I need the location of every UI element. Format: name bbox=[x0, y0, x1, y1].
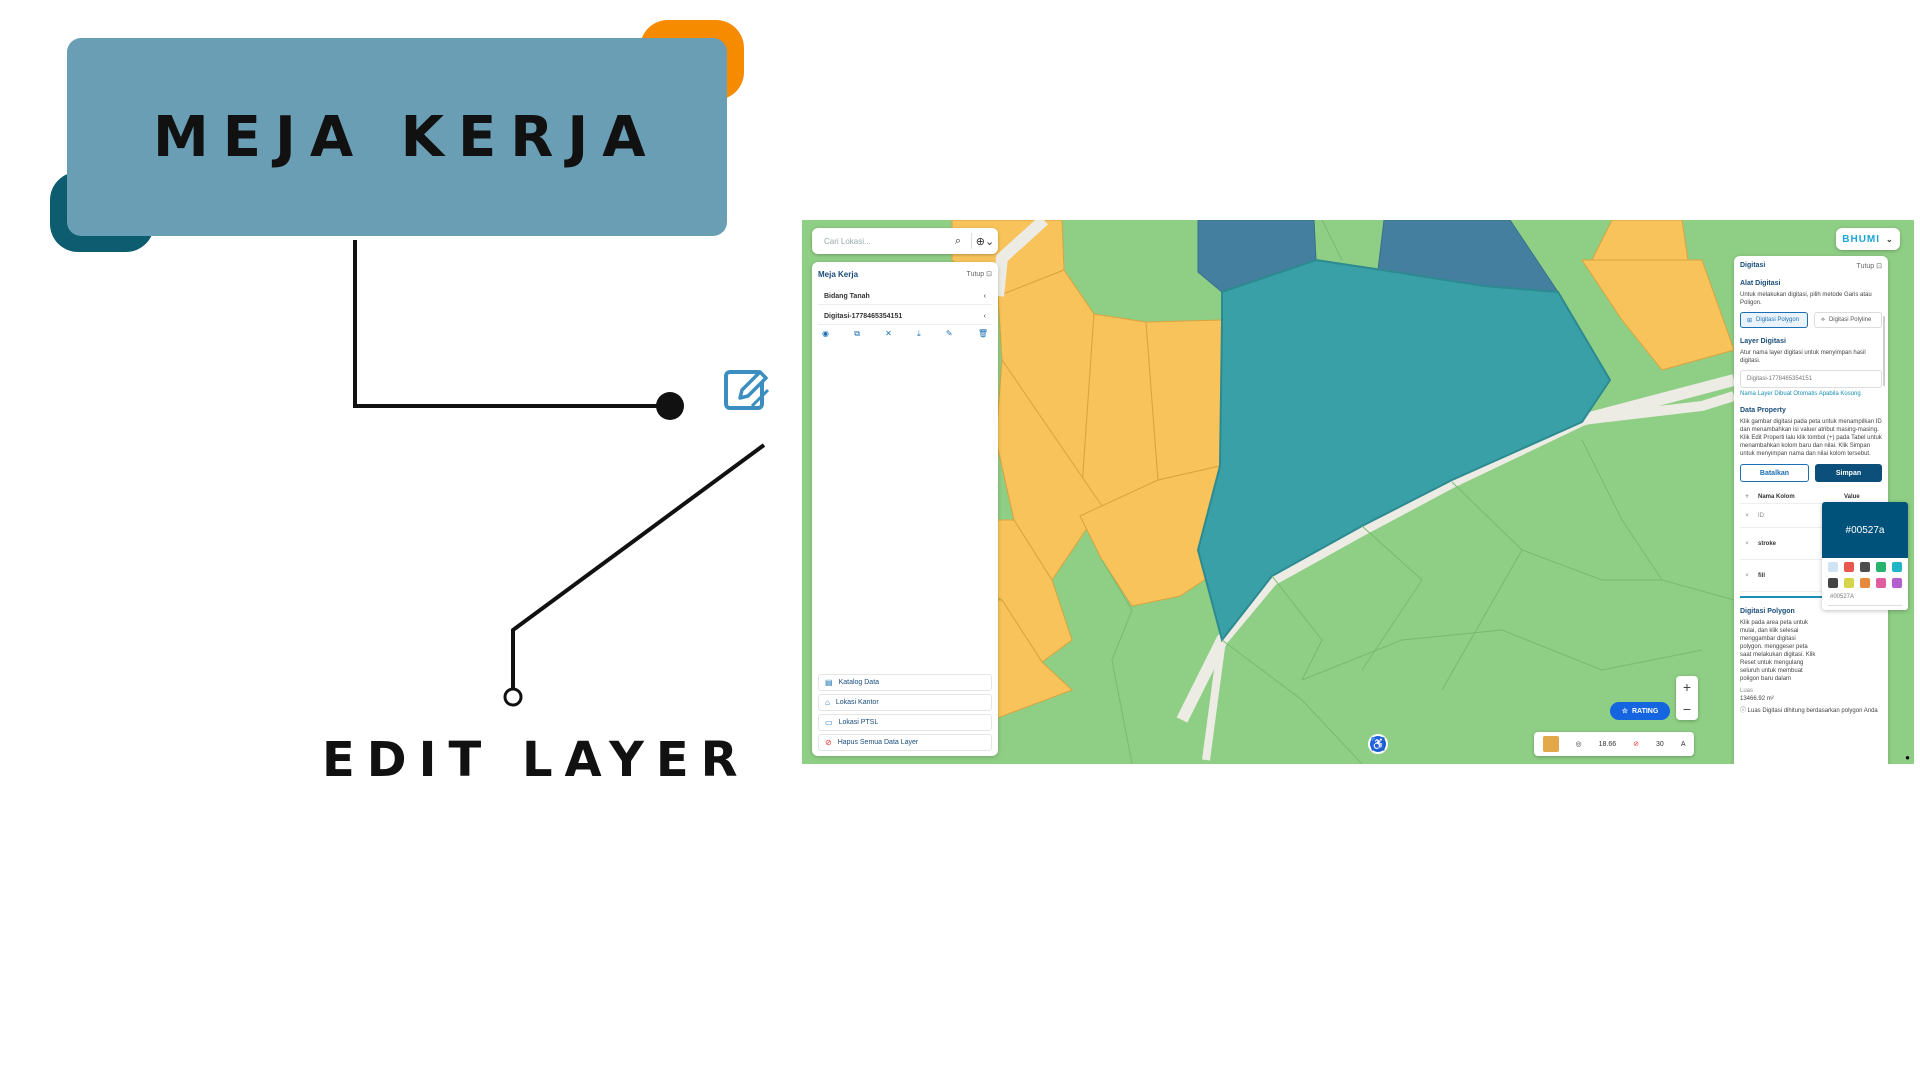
panel-scrollbar[interactable] bbox=[1883, 316, 1885, 386]
download-icon[interactable]: ⤓ bbox=[917, 329, 921, 338]
column-header-value: Value bbox=[1844, 493, 1860, 500]
cancel-button[interactable]: Batalkan bbox=[1740, 464, 1809, 482]
tools-heading: Alat Digitasi bbox=[1740, 280, 1781, 287]
tab-digitize-polygon[interactable]: ⊞ Digitasi Polygon bbox=[1740, 312, 1808, 328]
area-note: ⓘ Luas Digitasi dihitung berdasarkan pol… bbox=[1740, 708, 1878, 714]
table-header: + Nama Kolom Value bbox=[1740, 490, 1882, 504]
visibility-icon[interactable]: ◉ bbox=[822, 329, 829, 338]
rating-button[interactable]: ☆ RATING bbox=[1610, 702, 1670, 720]
color-swatch[interactable] bbox=[1876, 562, 1886, 572]
polygon-icon: ⊞ bbox=[1747, 317, 1753, 324]
color-swatch-grid bbox=[1822, 558, 1908, 592]
layer-toolbar: ◉ ⧉ ✕ ⤓ ✎ 🗑 bbox=[812, 325, 998, 343]
office-location-button[interactable]: ⌂ Lokasi Kantor bbox=[818, 694, 992, 711]
zoom-controls: + − bbox=[1676, 676, 1698, 720]
save-button[interactable]: Simpan bbox=[1815, 464, 1882, 482]
layer-row-bidang-tanah[interactable]: Bidang Tanah ‹ bbox=[818, 289, 992, 305]
property-heading: Data Property bbox=[1740, 407, 1786, 414]
workspace-close-button[interactable]: Tutup ⊡ bbox=[966, 271, 992, 278]
row-key: ID bbox=[1758, 512, 1764, 519]
zoom-to-layer-icon[interactable]: ✕ bbox=[885, 329, 892, 338]
layer-row-digitasi[interactable]: Digitasi-1778465354151 ‹ bbox=[818, 309, 992, 325]
layer-description: Atur nama layer digitasi untuk menyimpan… bbox=[1740, 350, 1866, 364]
remove-row-button[interactable]: × bbox=[1745, 512, 1749, 519]
search-icon[interactable]: ⌕ bbox=[954, 234, 962, 247]
folder-icon: ▭ bbox=[825, 718, 833, 727]
ptsl-location-button[interactable]: ▭ Lokasi PTSL bbox=[818, 714, 992, 731]
search-bar[interactable]: Cari Lokasi... ⌕ ⊕⌄ bbox=[812, 228, 998, 254]
measure-off-icon[interactable]: ⊘ bbox=[1633, 741, 1640, 748]
digitize-title: Digitasi bbox=[1740, 262, 1766, 269]
edit-layer-icon bbox=[724, 370, 770, 410]
selected-color-preview: #00527a bbox=[1822, 502, 1908, 558]
basemap-thumbnail[interactable] bbox=[1542, 736, 1559, 752]
color-swatch[interactable] bbox=[1892, 562, 1902, 572]
polygon-description: Klik pada area peta untuk mulai, dan kli… bbox=[1740, 620, 1816, 682]
section-divider bbox=[1740, 596, 1882, 598]
star-icon: ☆ bbox=[1621, 708, 1628, 715]
expand-toggle-icon[interactable]: ‹ bbox=[983, 293, 986, 300]
color-swatch[interactable] bbox=[1828, 562, 1838, 572]
color-swatch[interactable] bbox=[1828, 578, 1838, 588]
zoom-location-icon[interactable]: ⊕⌄ bbox=[975, 235, 995, 248]
catalog-data-button[interactable]: ▤ Katalog Data bbox=[818, 674, 992, 691]
delete-icon: ⊘ bbox=[825, 738, 832, 747]
color-swatch[interactable] bbox=[1844, 578, 1854, 588]
office-icon: ⌂ bbox=[825, 698, 830, 707]
color-swatch[interactable] bbox=[1844, 562, 1854, 572]
zoom-out-button[interactable]: − bbox=[1682, 701, 1692, 717]
polyline-icon: ⟡ bbox=[1821, 316, 1825, 323]
color-swatch[interactable] bbox=[1860, 562, 1870, 572]
color-swatch[interactable] bbox=[1892, 578, 1902, 588]
expand-toggle-icon[interactable]: ‹ bbox=[983, 313, 986, 320]
color-swatch[interactable] bbox=[1860, 578, 1870, 588]
color-swatch[interactable] bbox=[1876, 578, 1886, 588]
layer-name-hint: Nama Layer Dibuat Otomatis Apabila Koson… bbox=[1740, 391, 1861, 397]
layer-heading: Layer Digitasi bbox=[1740, 338, 1786, 345]
zoom-in-button[interactable]: + bbox=[1682, 679, 1692, 695]
area-value: 13466.92 m² bbox=[1740, 696, 1774, 702]
trash-icon[interactable]: 🗑 bbox=[977, 329, 988, 338]
remove-row-button[interactable]: × bbox=[1745, 540, 1749, 547]
layer-label: Bidang Tanah bbox=[824, 293, 870, 300]
digitize-close-button[interactable]: Tutup ⊡ bbox=[1856, 263, 1882, 270]
area-label: Luas bbox=[1740, 688, 1754, 694]
title-card: MEJA KERJA bbox=[67, 38, 727, 236]
copy-icon[interactable]: ⧉ bbox=[854, 329, 860, 338]
chevron-down-icon: ⌄ bbox=[1886, 234, 1894, 244]
row-key: fill bbox=[1758, 572, 1765, 579]
page-title: MEJA KERJA bbox=[153, 104, 660, 170]
property-description: Klik gambar digitasi pada peta untuk men… bbox=[1740, 419, 1882, 457]
layer-label: Digitasi-1778465354151 bbox=[824, 313, 903, 320]
info-icon[interactable]: ● bbox=[1905, 753, 1910, 762]
layer-name-input[interactable]: Digitasi-1778465354151 bbox=[1740, 370, 1882, 388]
tab-digitize-polyline[interactable]: ⟡ Digitasi Polyline bbox=[1814, 312, 1882, 328]
zoom-level: 18.66 bbox=[1598, 740, 1617, 748]
column-header-name: Nama Kolom bbox=[1758, 493, 1795, 500]
brand-menu[interactable]: BHUMI ⌄ bbox=[1836, 228, 1900, 250]
color-picker-popup[interactable]: #00527a #00527A bbox=[1822, 502, 1908, 610]
locate-icon[interactable]: ◎ bbox=[1575, 741, 1582, 748]
scale-value: 30 bbox=[1656, 740, 1664, 748]
catalog-icon: ▤ bbox=[825, 678, 833, 687]
brand-logo: BHUMI bbox=[1842, 233, 1881, 245]
app-screenshot: Cari Lokasi... ⌕ ⊕⌄ Meja Kerja Tutup ⊡ B… bbox=[802, 220, 1914, 764]
row-key: stroke bbox=[1758, 540, 1777, 547]
edit-layer-label: EDIT LAYER bbox=[322, 732, 750, 788]
north-arrow-icon[interactable]: A bbox=[1680, 740, 1686, 748]
add-column-button[interactable]: + bbox=[1745, 493, 1749, 500]
polygon-heading: Digitasi Polygon bbox=[1740, 608, 1795, 615]
remove-row-button[interactable]: × bbox=[1745, 572, 1749, 579]
search-input[interactable]: Cari Lokasi... bbox=[824, 236, 871, 246]
map-status-bar: ◎ 18.66 ⊘ 30 A bbox=[1534, 732, 1694, 756]
edit-icon[interactable]: ✎ bbox=[945, 329, 953, 338]
hex-input[interactable]: #00527A bbox=[1828, 594, 1902, 606]
accessibility-icon[interactable]: ♿ bbox=[1368, 734, 1388, 754]
delete-all-layers-button[interactable]: ⊘ Hapus Semua Data Layer bbox=[818, 734, 992, 751]
workspace-title: Meja Kerja bbox=[818, 270, 859, 279]
tools-description: Untuk melakukan digitasi, pilih metode G… bbox=[1740, 292, 1872, 306]
search-separator bbox=[971, 233, 972, 249]
workspace-panel: Meja Kerja Tutup ⊡ Bidang Tanah ‹ Digita… bbox=[812, 262, 998, 756]
